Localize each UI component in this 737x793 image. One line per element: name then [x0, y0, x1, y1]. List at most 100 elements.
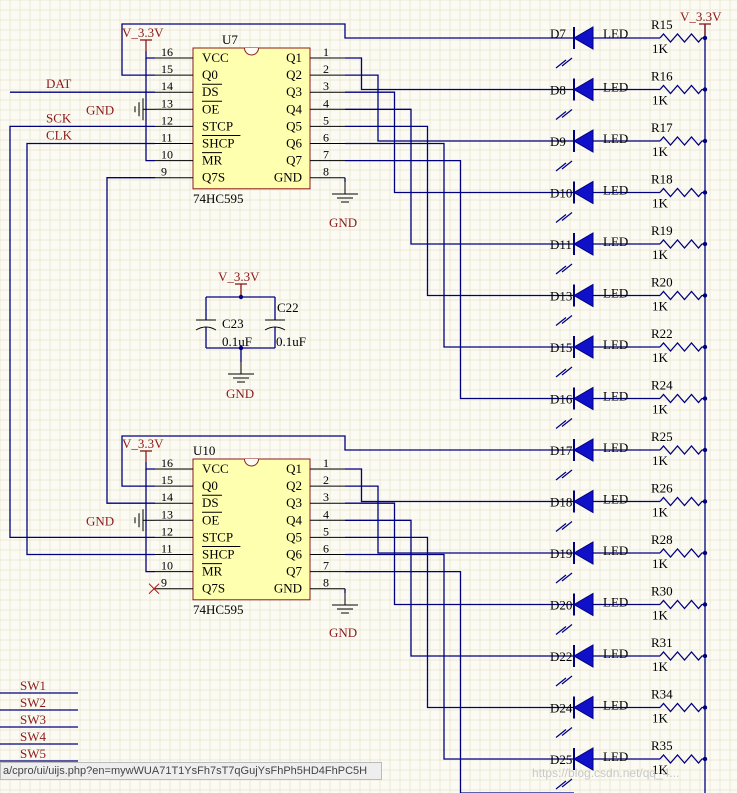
- led-body: [573, 644, 594, 668]
- wire: [345, 519, 574, 657]
- res-value: 1K: [652, 453, 669, 468]
- switch-label: SW3: [20, 712, 46, 727]
- cap-ref: C22: [277, 300, 299, 315]
- led-body: [573, 77, 594, 102]
- junction: [238, 294, 244, 300]
- led-ref: D10: [550, 186, 572, 201]
- chip-notch: [244, 458, 259, 467]
- pin-number: 3: [323, 79, 329, 93]
- led-arrow: [555, 574, 567, 584]
- resistor: [659, 599, 705, 610]
- led-arrow: [561, 624, 573, 633]
- resistor: [659, 136, 705, 146]
- junction: [702, 499, 708, 504]
- res-value: 1K: [652, 350, 669, 365]
- pin-name: VCC: [202, 50, 229, 65]
- pin-name: OE: [202, 512, 219, 527]
- led-body: [573, 335, 594, 359]
- wire: [345, 570, 574, 793]
- pin-name: Q2: [286, 478, 302, 493]
- resistor: [659, 651, 705, 661]
- led-ref: D11: [550, 237, 572, 252]
- res-value: 1K: [652, 41, 669, 56]
- chip-ref: U10: [193, 443, 215, 458]
- pin-number: 8: [323, 165, 329, 179]
- junction: [702, 602, 708, 607]
- led-arrow: [555, 729, 567, 738]
- led-ref: D22: [550, 649, 572, 664]
- led-body: [573, 26, 594, 50]
- pin-number: 12: [161, 524, 173, 538]
- res-value: 1K: [652, 762, 669, 777]
- wire: [345, 536, 574, 709]
- resistor: [659, 187, 705, 198]
- vcc-label: V_3.3V: [122, 25, 164, 40]
- wire: [345, 74, 574, 142]
- wire: [345, 553, 574, 760]
- res-value: 1K: [652, 556, 669, 571]
- led-arrow: [555, 111, 567, 120]
- net-label: DAT: [46, 76, 71, 91]
- pin-name: OE: [202, 101, 219, 116]
- led-arrow: [555, 677, 567, 687]
- led-body: [573, 283, 594, 308]
- chip-body: [192, 47, 311, 190]
- led-arrow: [561, 263, 573, 273]
- resistor: [659, 342, 705, 352]
- led-body: [573, 747, 594, 771]
- led-ref: D17: [550, 443, 573, 458]
- pin-number: 2: [323, 473, 329, 487]
- pin-name: Q7S: [202, 170, 225, 185]
- gnd-label: GND: [226, 386, 254, 401]
- led-body: [573, 232, 594, 256]
- pin-name: SHCP: [202, 136, 235, 151]
- pin-name: SHCP: [202, 547, 235, 562]
- led-arrow: [555, 214, 567, 223]
- pin-name: VCC: [202, 461, 229, 476]
- led-arrow: [555, 420, 567, 429]
- pin-name: Q5: [286, 529, 302, 544]
- led-value: LED: [603, 337, 628, 352]
- led-ref: D13: [550, 289, 572, 304]
- wire: [106, 177, 155, 504]
- chip-body: [192, 458, 311, 601]
- gnd-label: GND: [329, 215, 357, 230]
- pin-name: MR: [202, 153, 223, 168]
- pin-number: 5: [323, 524, 329, 538]
- res-ref: R16: [651, 69, 673, 84]
- junction: [702, 87, 708, 92]
- led-arrow: [555, 317, 567, 326]
- gnd-label: GND: [329, 625, 357, 640]
- led-value: LED: [603, 80, 628, 95]
- junction: [702, 190, 708, 195]
- res-ref: R34: [651, 687, 673, 702]
- junction: [702, 344, 708, 350]
- pin-number: 3: [323, 490, 329, 504]
- led-value: LED: [603, 698, 628, 713]
- gnd-label: GND: [86, 102, 114, 117]
- wire: [121, 23, 574, 76]
- led-arrow: [561, 727, 573, 736]
- pin-name: Q5: [286, 118, 302, 133]
- no-connect: [148, 583, 160, 595]
- led-arrow: [561, 572, 573, 582]
- pin-name: Q4: [286, 101, 302, 116]
- res-ref: R35: [651, 738, 673, 753]
- junction: [702, 138, 708, 144]
- wire: [345, 468, 574, 503]
- vcc-label: V_3.3V: [122, 436, 164, 451]
- led-arrow: [561, 418, 573, 427]
- res-ref: R19: [651, 223, 673, 238]
- resistor: [659, 496, 705, 507]
- gnd-label: GND: [86, 513, 114, 528]
- pin-number: 6: [323, 542, 329, 556]
- pin-name: Q1: [286, 461, 302, 476]
- wire: [345, 159, 574, 400]
- wires: [9, 23, 706, 793]
- switch-label: SW2: [20, 695, 46, 710]
- pin-number: 16: [161, 456, 173, 470]
